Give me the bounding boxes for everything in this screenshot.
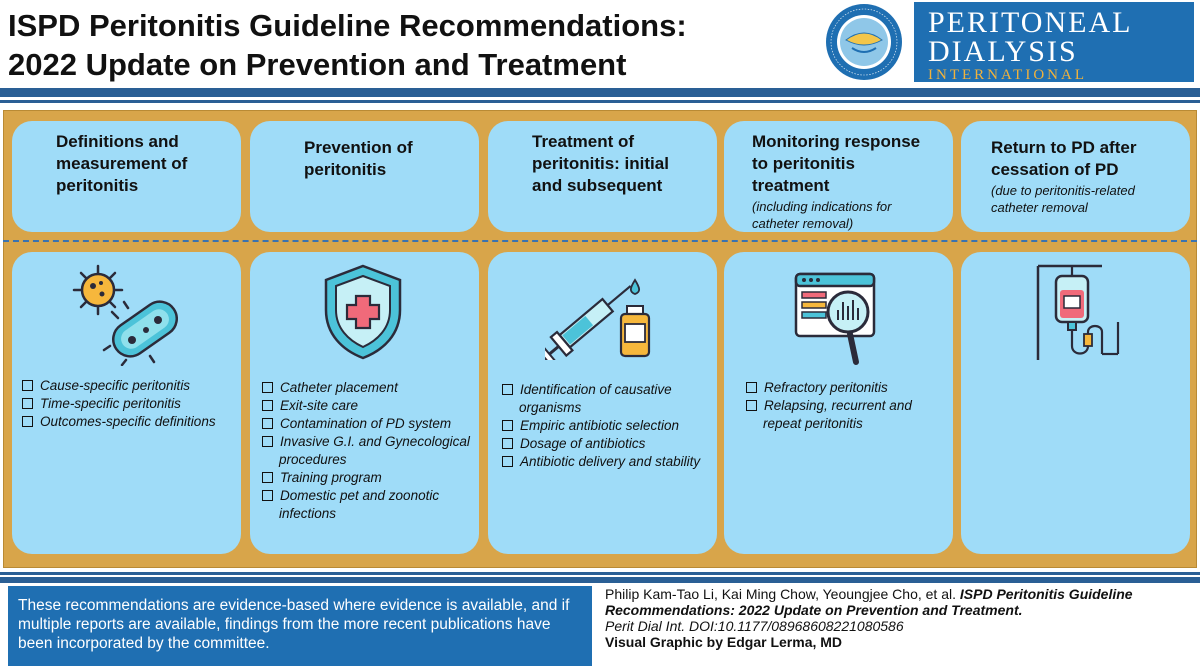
list-item: Invasive G.I. and Gynecological procedur… bbox=[262, 433, 474, 469]
column-4-list: Refractory peritonitis Relapsing, recurr… bbox=[746, 379, 946, 433]
ispd-seal-logo bbox=[826, 4, 902, 80]
column-4-subtitle: (including indications for catheter remo… bbox=[752, 199, 892, 231]
page-title: ISPD Peritonitis Guideline Recommendatio… bbox=[8, 6, 808, 84]
title-line-2: 2022 Update on Prevention and Treatment bbox=[8, 47, 627, 82]
column-2-list: Catheter placement Exit-site care Contam… bbox=[262, 379, 474, 523]
visual-credit: Visual Graphic by Edgar Lerma, MD bbox=[605, 634, 843, 650]
list-item: Outcomes-specific definitions bbox=[22, 413, 237, 431]
citation-journal: Perit Dial Int. DOI:10.1177/089686082210… bbox=[605, 618, 904, 634]
shield-cross-icon bbox=[324, 264, 402, 360]
column-3-list: Identification of causative organisms Em… bbox=[502, 381, 710, 471]
citation-authors: Philip Kam-Tao Li, Kai Ming Chow, Yeoung… bbox=[605, 586, 956, 602]
list-item: Cause-specific peritonitis bbox=[22, 377, 237, 395]
logo-line-3: INTERNATIONAL bbox=[928, 67, 1087, 83]
column-3-header: Treatment of peritonitis: initial and su… bbox=[488, 121, 717, 232]
citation-title: ISPD Peritonitis Guideline Recommendatio… bbox=[605, 586, 1133, 618]
list-item: Time-specific peritonitis bbox=[22, 395, 237, 413]
list-item: Domestic pet and zoonotic infections bbox=[262, 487, 474, 523]
iv-bag-icon bbox=[1036, 264, 1120, 360]
logo-line-1: PERITONEAL bbox=[928, 6, 1133, 39]
logo-line-2: DIALYSIS bbox=[928, 35, 1078, 68]
list-item: Refractory peritonitis bbox=[746, 379, 946, 397]
evidence-note: These recommendations are evidence-based… bbox=[8, 586, 592, 666]
column-1-header: Definitions and measurement of peritonit… bbox=[12, 121, 241, 232]
column-2-header: Prevention of peritonitis bbox=[250, 121, 479, 232]
list-item: Catheter placement bbox=[262, 379, 474, 397]
column-1-list: Cause-specific peritonitis Time-specific… bbox=[22, 377, 237, 431]
citation: Philip Kam-Tao Li, Kai Ming Chow, Yeoung… bbox=[605, 586, 1195, 650]
column-5-heading: Return to PD after cessation of PD bbox=[991, 138, 1137, 179]
list-item: Dosage of antibiotics bbox=[502, 435, 710, 453]
column-1-heading: Definitions and measurement of peritonit… bbox=[56, 132, 188, 195]
title-line-1: ISPD Peritonitis Guideline Recommendatio… bbox=[8, 8, 687, 43]
list-item: Relapsing, recurrent and repeat peritoni… bbox=[746, 397, 946, 433]
header-rule-thin bbox=[0, 100, 1200, 103]
list-item: Training program bbox=[262, 469, 474, 487]
column-3-heading: Treatment of peritonitis: initial and su… bbox=[532, 132, 669, 195]
column-2-heading: Prevention of peritonitis bbox=[304, 138, 413, 179]
section-divider bbox=[3, 240, 1197, 242]
list-item: Empiric antibiotic selection bbox=[502, 417, 710, 435]
bacteria-icon bbox=[72, 264, 178, 366]
column-4-header: Monitoring response to peritonitis treat… bbox=[724, 121, 953, 232]
column-5-header: Return to PD after cessation of PD (due … bbox=[961, 121, 1190, 232]
list-item: Antibiotic delivery and stability bbox=[502, 453, 710, 471]
list-item: Exit-site care bbox=[262, 397, 474, 415]
monitor-magnifier-icon bbox=[794, 272, 876, 365]
column-5-subtitle: (due to peritonitis-related catheter rem… bbox=[991, 183, 1135, 215]
syringe-vial-icon bbox=[545, 278, 651, 360]
footer-rule-thin bbox=[0, 572, 1200, 575]
list-item: Identification of causative organisms bbox=[502, 381, 710, 417]
header-rule-thick bbox=[0, 88, 1200, 97]
footer-rule-thick bbox=[0, 577, 1200, 583]
list-item: Contamination of PD system bbox=[262, 415, 474, 433]
column-4-heading: Monitoring response to peritonitis treat… bbox=[752, 132, 921, 195]
journal-logo: PERITONEAL DIALYSIS INTERNATIONAL bbox=[914, 2, 1194, 83]
